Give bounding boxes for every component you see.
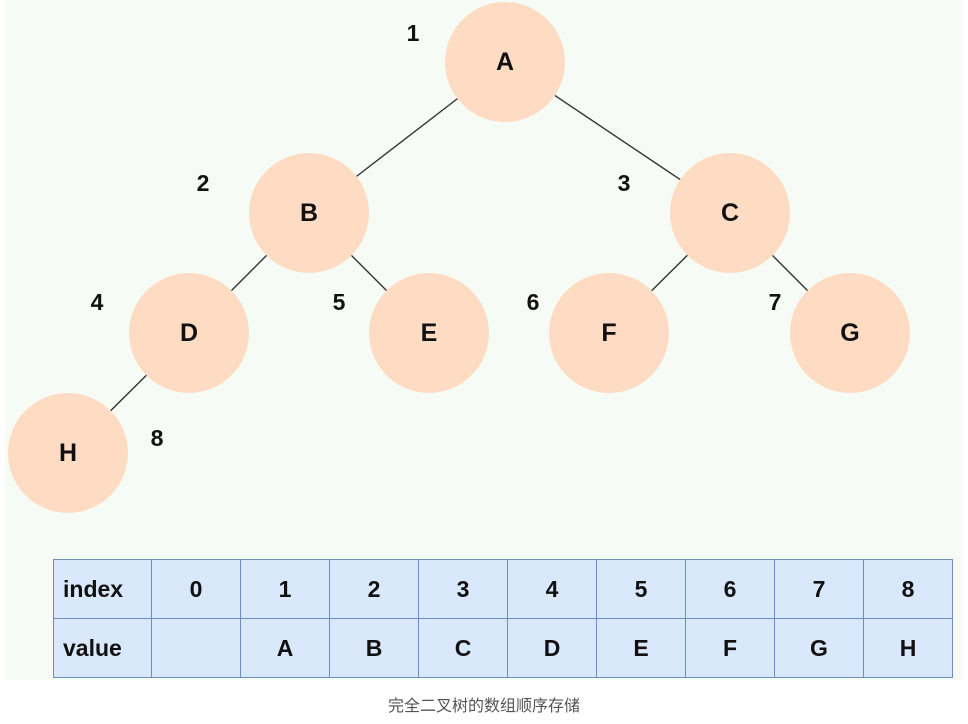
node-circle [369,273,489,393]
index-cell: 8 [863,559,953,619]
value-cell: A [240,618,330,678]
index-cell: 4 [507,559,597,619]
index-cell: 0 [151,559,241,619]
index-cell: 5 [596,559,686,619]
figure-caption: 完全二叉树的数组顺序存储 [387,696,580,715]
node-label: E [421,319,438,347]
node-label: F [601,319,616,347]
node-circle [670,153,790,273]
node-index-label-d: 4 [91,289,104,315]
node-label: H [59,439,77,467]
node-index-label-e: 5 [333,289,346,315]
node-index-label-f: 6 [527,289,540,315]
value-header: value [53,618,152,678]
node-label: C [721,199,739,227]
index-header: index [53,559,152,619]
node-circle [8,393,128,513]
tree-index-labels: 1 2 3 4 5 6 7 8 [91,20,782,451]
edge-c-f [651,254,688,292]
value-cell [151,618,241,678]
tree-node-c: C [670,153,790,273]
node-index-label-g: 7 [769,289,782,315]
node-circle [549,273,669,393]
tree-node-a: A [445,2,565,122]
index-cell: 2 [329,559,419,619]
index-cell: 1 [240,559,330,619]
value-cell: E [596,618,686,678]
node-label: B [300,199,318,227]
edge-d-h [110,374,147,412]
tree-nodes: A B C D E F G H [8,2,910,513]
tree-node-g: G [790,273,910,393]
tree-node-f: F [549,273,669,393]
index-cell: 7 [774,559,864,619]
value-cell: G [774,618,864,678]
tree-edges [110,94,809,412]
index-cell: 3 [418,559,508,619]
node-index-label-c: 3 [618,170,631,196]
value-cell: F [685,618,775,678]
index-cell: 6 [685,559,775,619]
value-cell: D [507,618,597,678]
node-circle [249,153,369,273]
tree-node-b: B [249,153,369,273]
node-circle [790,273,910,393]
value-cell: C [418,618,508,678]
node-index-label-h: 8 [151,425,164,451]
node-label: G [840,319,859,347]
value-cell: H [863,618,953,678]
tree-node-d: D [129,273,249,393]
edge-a-c [554,94,681,181]
tree-node-e: E [369,273,489,393]
edge-b-e [350,254,388,292]
node-circle [129,273,249,393]
binary-tree: A B C D E F G H 1 2 3 4 5 6 7 8 [8,2,910,513]
edge-c-g [771,254,809,292]
edge-b-d [230,254,268,292]
node-index-label-b: 2 [197,170,210,196]
node-circle [445,2,565,122]
node-label: A [496,48,514,76]
edge-a-b [356,98,458,177]
node-label: D [180,319,198,347]
node-index-label-a: 1 [407,20,420,46]
tree-node-h: H [8,393,128,513]
value-cell: B [329,618,419,678]
